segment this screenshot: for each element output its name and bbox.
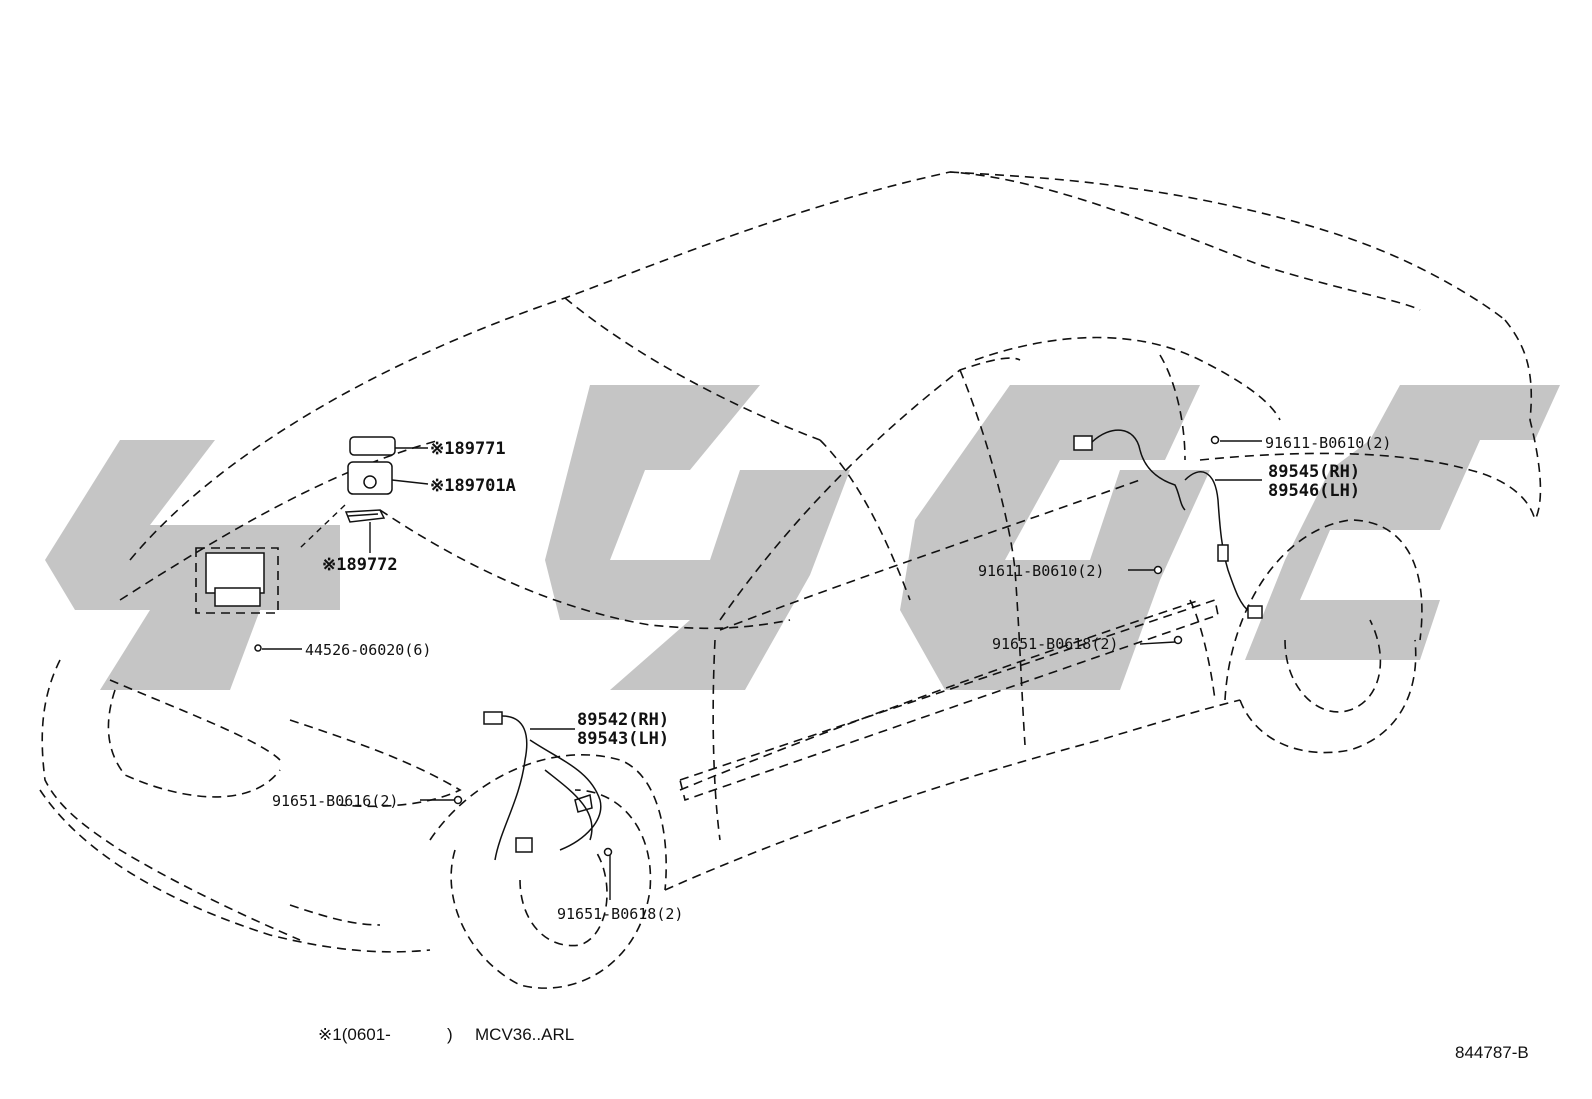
- footnote-applicability-mark: ※1(0601-: [318, 1025, 391, 1044]
- callout-189701a: ※189701A: [430, 476, 516, 496]
- bolt-44526-icon: [254, 644, 262, 652]
- rear-sensor-connector[interactable]: [1073, 435, 1093, 451]
- roof-line: [129, 171, 1421, 561]
- car-outline: [39, 171, 1542, 989]
- callout-rear-sensor-rh: 89545(RH): [1268, 462, 1360, 482]
- hood-line: [379, 509, 791, 630]
- headlamp: [289, 719, 462, 808]
- callout-189771: ※189771: [430, 439, 506, 459]
- part-189701a-computer[interactable]: [347, 461, 393, 495]
- rear-sensor-grommet: [1217, 544, 1229, 562]
- rear-door-line: [1189, 599, 1216, 701]
- rear-window-frame: [974, 336, 1281, 421]
- abs-actuator-group: [195, 436, 396, 652]
- front-sensor-harness[interactable]: [494, 715, 602, 861]
- front-speed-sensor-group: [453, 711, 613, 861]
- c-pillar: [1159, 354, 1186, 461]
- body-side-line: [679, 599, 1201, 791]
- diagram-id: 844787-B: [1455, 1043, 1529, 1062]
- hood-crease: [119, 439, 441, 601]
- front-tire: [450, 789, 652, 989]
- callout-bolt-rear-mid: 91611-B0610(2): [978, 562, 1104, 580]
- watermark-glyph-3: [900, 385, 1210, 690]
- roof-rear-edge: [949, 171, 1506, 321]
- bolt-rear-top-icon: [1210, 435, 1220, 445]
- callout-44526: 44526-06020(6): [305, 641, 431, 659]
- front-wheel-inner: [519, 849, 608, 947]
- front-sensor-connector[interactable]: [483, 711, 503, 725]
- rear-sensor-head[interactable]: [1247, 605, 1263, 619]
- footnote-applicability-models: MCV36..ARL: [475, 1025, 574, 1044]
- bolt-rear-low-icon: [1173, 635, 1183, 645]
- sill: [664, 699, 1241, 891]
- callout-rear-sensor-lh: 89546(LH): [1268, 481, 1360, 501]
- callout-front-sensor-lh: 89543(LH): [577, 729, 669, 749]
- callout-bolt-front-upper: 91651-B0616(2): [272, 792, 398, 810]
- rear-wheel-arch: [1224, 519, 1423, 701]
- bolt-front-lower-icon: [603, 847, 613, 857]
- rear-top: [1504, 319, 1542, 521]
- windshield-top: [564, 297, 821, 441]
- a-pillar: [819, 439, 911, 601]
- watermark-glyph-1: [45, 440, 340, 690]
- front-sensor-clip: [574, 794, 593, 813]
- callout-bolt-rear-top: 91611-B0610(2): [1265, 434, 1391, 452]
- grille-top: [109, 679, 281, 761]
- bolt-rear-mid-icon: [1153, 565, 1163, 575]
- computer-connector-icon: [363, 475, 377, 489]
- part-189771-cover[interactable]: [349, 436, 396, 456]
- part-189772-bracket[interactable]: [344, 509, 386, 523]
- rear-tire: [1239, 639, 1417, 754]
- abs-actuator-outline: [195, 547, 279, 614]
- rear-wheel-inner: [1284, 619, 1382, 713]
- callout-front-sensor-rh: 89542(RH): [577, 710, 669, 730]
- watermark-logo: [45, 385, 1560, 690]
- fog-lamp: [289, 904, 381, 926]
- callout-bolt-front-lower: 91651-B0618(2): [557, 905, 683, 923]
- grille: [107, 689, 281, 798]
- bolt-front-upper-icon: [453, 795, 463, 805]
- callout-bolt-rear-low: 91651-B0618(2): [992, 635, 1118, 653]
- footnote-applicability-paren: ): [447, 1025, 453, 1044]
- abs-actuator[interactable]: [205, 552, 265, 594]
- front-sensor-head[interactable]: [515, 837, 533, 853]
- window-frame-front: [719, 357, 1021, 621]
- body-side-molding: [679, 598, 1219, 802]
- abs-actuator-base: [214, 587, 261, 607]
- rear-sensor-harness[interactable]: [1091, 429, 1251, 613]
- bumper-lower: [39, 789, 431, 953]
- watermark-glyph-2: [545, 385, 850, 690]
- front-fascia: [41, 659, 301, 941]
- watermark-glyph-4: [1245, 385, 1560, 660]
- leader-lines: [262, 440, 1262, 900]
- callout-189772: ※189772: [322, 555, 398, 575]
- b-pillar: [959, 369, 1026, 746]
- front-wheel-arch: [429, 754, 667, 891]
- rear-speed-sensor-group: [1073, 429, 1263, 645]
- front-door-front-edge: [712, 639, 721, 841]
